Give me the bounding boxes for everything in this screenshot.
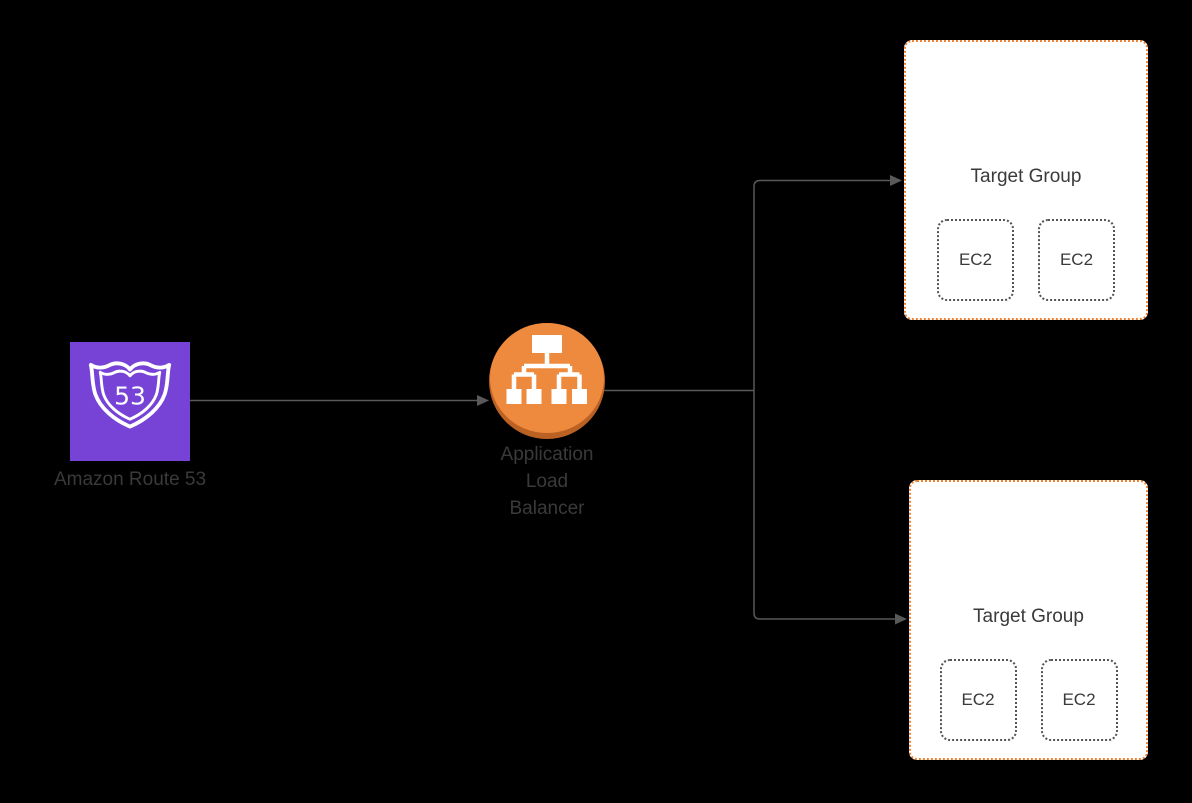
target-group-bottom-instances: EC2 EC2 (911, 659, 1146, 741)
route53-node: 53 (70, 342, 190, 461)
alb-label-line-1: Application (500, 444, 594, 465)
target-group-top-title: Target Group (970, 166, 1082, 187)
connector-junction-to-target-group-top (753, 179, 890, 391)
arrowhead-to-target-group-top (890, 175, 902, 186)
alb-label-line-3: Balancer (509, 498, 585, 519)
ec2-node: EC2 (937, 219, 1014, 301)
alb-label: Application Load Balancer (447, 441, 647, 522)
route53-shield-number: 53 (114, 381, 146, 410)
application-load-balancer-icon (489, 323, 605, 439)
arrowhead-to-target-group-bottom (895, 613, 907, 625)
route53-shield-icon: 53 (88, 360, 172, 429)
arrowhead-to-alb (477, 395, 489, 406)
target-group-bottom-title: Target Group (973, 606, 1084, 627)
ec2-node: EC2 (1038, 219, 1115, 301)
target-group-top: Target Group EC2 EC2 (904, 40, 1148, 320)
target-group-top-instances: EC2 EC2 (906, 219, 1146, 301)
alb-label-line-2: Load (525, 471, 569, 492)
ec2-node: EC2 (1040, 659, 1118, 741)
connector-junction-to-target-group-bottom (753, 390, 895, 620)
target-group-bottom: Target Group EC2 EC2 (909, 480, 1148, 760)
route53-label: Amazon Route 53 (53, 469, 207, 490)
ec2-node: EC2 (939, 659, 1017, 741)
